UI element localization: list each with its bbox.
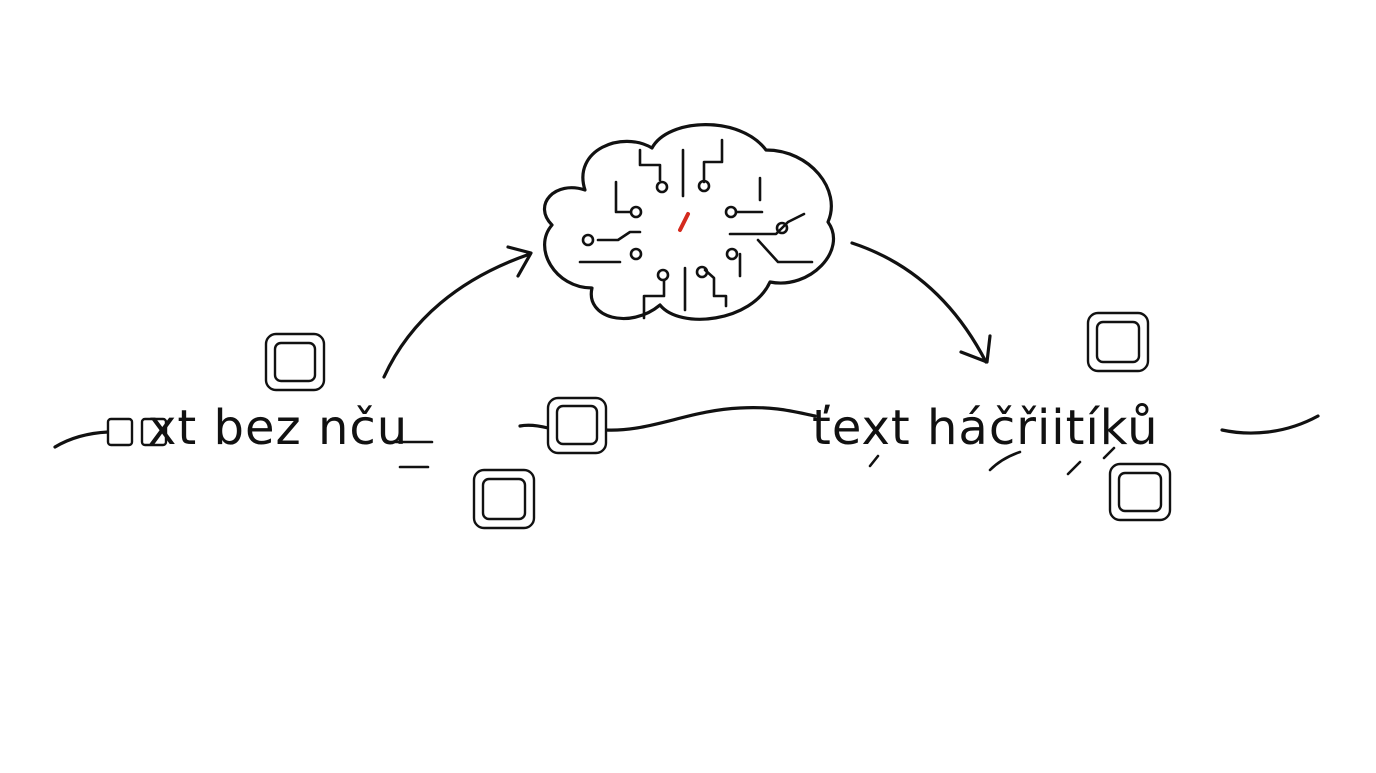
missing-glyph-box-icon <box>472 468 536 530</box>
arrow-head <box>506 245 533 278</box>
missing-glyph-box-icon <box>1108 462 1172 522</box>
input-text-without-diacritics: xt bez nču <box>148 400 409 456</box>
underline-mark <box>394 440 434 469</box>
spark-mark <box>678 212 690 232</box>
missing-glyph-box-icon <box>1086 311 1150 373</box>
missing-glyph-box-icon <box>106 417 134 447</box>
text-flow-line <box>53 406 1320 449</box>
curved-arrow-icon <box>382 252 532 379</box>
output-text-with-diacritics: ťext háčřiitíků <box>812 400 1159 456</box>
missing-glyph-box-icon <box>546 396 608 455</box>
missing-glyph-box-icon <box>140 417 168 447</box>
curved-arrow-icon <box>850 241 988 364</box>
circuit-traces <box>578 138 814 320</box>
diacritic-mark <box>868 446 1116 476</box>
arrow-head <box>959 334 992 364</box>
brain-circuit-cloud-icon <box>543 123 836 321</box>
circuit-nodes <box>581 179 789 282</box>
missing-glyph-box-icon <box>264 332 326 392</box>
cloud-outline <box>543 123 836 321</box>
